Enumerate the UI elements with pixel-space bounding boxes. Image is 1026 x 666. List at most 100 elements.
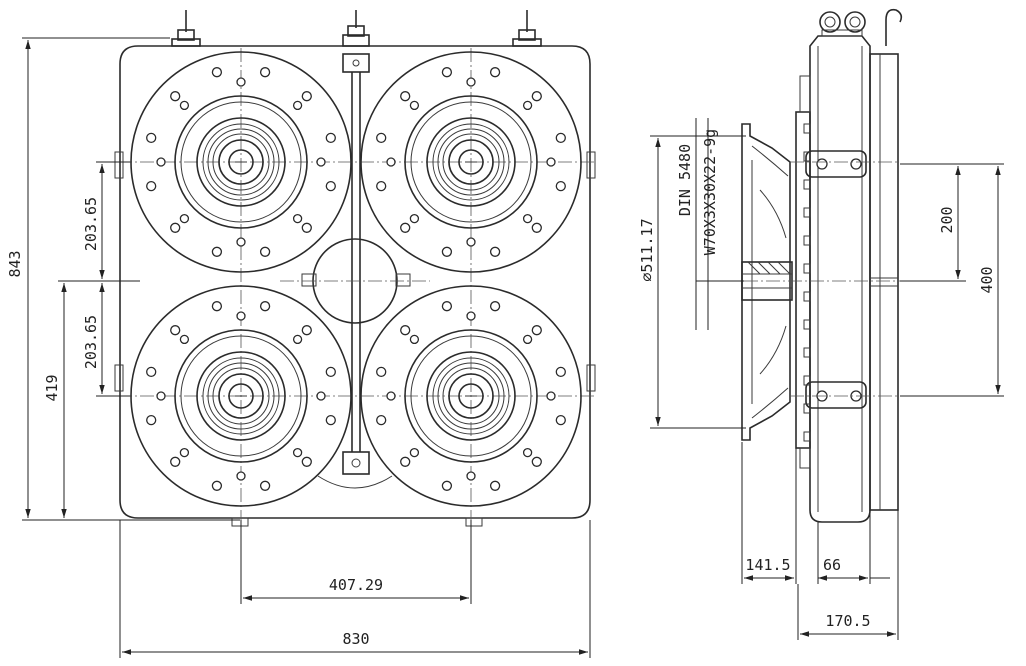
side-housing-body — [809, 35, 871, 523]
flange-bolt-hole — [211, 301, 223, 312]
flange-inner-hole — [409, 447, 420, 458]
flange-bolt-hole — [489, 246, 501, 257]
flange-bolt-hole — [301, 456, 312, 467]
dimension-overall-height: 843 — [6, 250, 24, 277]
flange-bolt-hole — [259, 480, 271, 491]
flange-bolt-hole — [555, 180, 566, 192]
side-bolt-head — [803, 347, 811, 358]
flange-pilot-ring — [174, 95, 308, 229]
adapter-flange — [741, 123, 791, 441]
side-back-plate — [869, 53, 899, 511]
flange-inner-hole — [466, 237, 476, 247]
flange-pilot-ring — [174, 329, 308, 463]
mount-bar-upper — [805, 150, 867, 178]
side-bolt-head — [803, 263, 811, 274]
flange-inner-hole — [316, 391, 326, 401]
oil-gauge-rod — [342, 53, 370, 475]
flange-bolt-hole — [555, 414, 566, 426]
dimension-diameter: ⌀511.17 — [638, 218, 656, 281]
flange-inner-hole — [179, 213, 190, 224]
flange-inner-hole — [386, 157, 396, 167]
flange-inner-hole — [236, 237, 246, 247]
spline-spec-label: W70X3X30X22-9g — [701, 129, 719, 255]
flange-bolt-hole — [170, 325, 181, 336]
flange-bolt-hole — [489, 480, 501, 491]
flange-inner-hole — [522, 334, 533, 345]
motor-flange-lower-left — [130, 285, 352, 507]
flange-bolt-hole — [146, 132, 157, 144]
window-clip-left — [301, 273, 317, 287]
flange-inner-hole — [409, 334, 420, 345]
flange-inner-hole — [466, 311, 476, 321]
left-tab-upper — [114, 151, 124, 179]
flange-bolt-hole — [400, 91, 411, 102]
flange-inner-hole — [409, 213, 420, 224]
flange-bolt-hole — [531, 222, 542, 233]
side-bolt-head — [803, 403, 811, 414]
flange-bolt-hole — [441, 246, 453, 257]
side-bolt-head — [803, 291, 811, 302]
bearing-outer — [196, 117, 286, 207]
flange-pilot-ring — [404, 329, 538, 463]
side-view-dimensions: ⌀511.17 DIN 5480 W70X3X30X22-9g 200 400 … — [638, 118, 1004, 640]
flange-bolt-hole — [531, 456, 542, 467]
flange-inner-hole — [179, 334, 190, 345]
flange-inner-hole — [179, 447, 190, 458]
flange-bolt-hole — [325, 366, 336, 378]
flange-inner-hole — [386, 391, 396, 401]
flange-inner-hole — [466, 471, 476, 481]
bearing-outer — [426, 351, 516, 441]
flange-bolt-hole — [211, 67, 223, 78]
flange-bolt-hole — [170, 91, 181, 102]
flange-inner-hole — [522, 447, 533, 458]
flange-outer-ring — [360, 285, 582, 507]
side-bolt-head — [803, 375, 811, 386]
flange-bolt-hole — [146, 180, 157, 192]
shaft-bore — [458, 149, 484, 175]
flange-inner-hole — [292, 213, 303, 224]
shaft-ring — [218, 139, 264, 185]
drain-plug-right — [465, 517, 483, 527]
shaft-ring — [448, 373, 494, 419]
flange-bolt-hole — [400, 222, 411, 233]
side-bolt-head — [803, 151, 811, 162]
flange-bolt-hole — [259, 246, 271, 257]
flange-bolt-hole — [376, 132, 387, 144]
dimension-thickness-66: 66 — [823, 556, 841, 574]
front-view-dimensions: 843 419 203.65 203.65 407.29 830 — [6, 37, 591, 658]
flange-bolt-hole — [376, 414, 387, 426]
motor-flanges — [130, 51, 582, 507]
flange-bolt-hole — [400, 456, 411, 467]
bottom-notch — [317, 475, 393, 489]
housing-outline — [119, 45, 591, 519]
lifting-ring-right — [844, 11, 866, 33]
side-bolt-head — [803, 235, 811, 246]
side-bracket-bottom — [799, 447, 811, 469]
flange-bolt-hole — [400, 325, 411, 336]
flange-inner-hole — [179, 100, 190, 111]
flange-inner-hole — [466, 77, 476, 87]
flange-inner-hole — [292, 447, 303, 458]
shaft-bore — [228, 149, 254, 175]
flange-bolt-hole — [146, 414, 157, 426]
side-bolt-head — [803, 207, 811, 218]
flange-bolt-hole — [301, 91, 312, 102]
shaft-ring — [448, 139, 494, 185]
flange-bolt-hole — [441, 67, 453, 78]
side-bolt-row — [803, 123, 811, 442]
window-clip-right — [395, 273, 411, 287]
flange-bolt-hole — [325, 180, 336, 192]
flange-bolt-hole — [489, 67, 501, 78]
bearing-outer — [426, 117, 516, 207]
flange-inner-hole — [409, 100, 420, 111]
bearing-outer — [196, 351, 286, 441]
flange-bolt-hole — [555, 132, 566, 144]
flange-inner-hole — [156, 391, 166, 401]
flange-bolt-hole — [489, 301, 501, 312]
shaft-bore — [458, 383, 484, 409]
flange-bolt-hole — [531, 91, 542, 102]
flange-inner-hole — [546, 157, 556, 167]
flange-pilot-ring — [404, 95, 538, 229]
flange-inner-hole — [316, 157, 326, 167]
